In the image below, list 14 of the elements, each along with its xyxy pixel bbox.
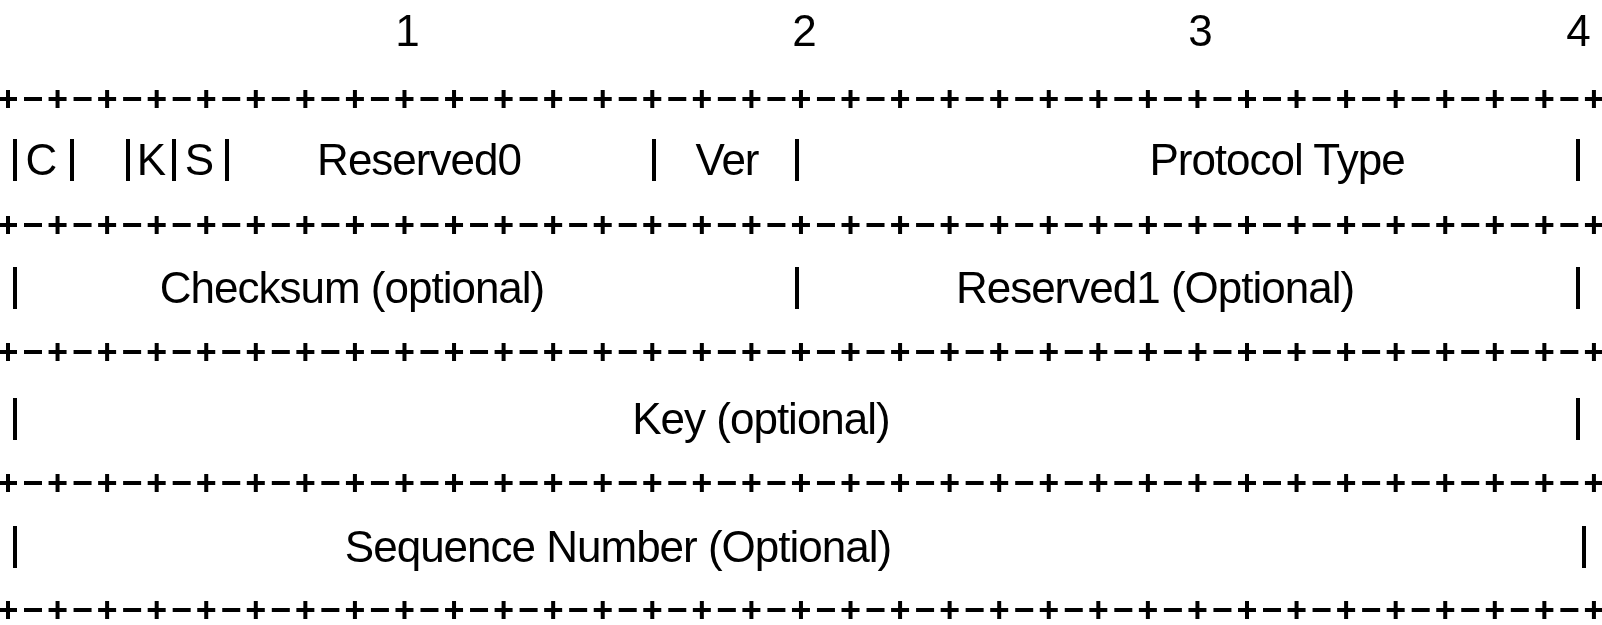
bit-offset-number: 2	[792, 7, 816, 55]
header-field-label: Protocol Type	[1149, 136, 1405, 184]
header-field-label: S	[184, 136, 214, 184]
header-field-label: C	[25, 136, 57, 184]
bit-offset-number: 3	[1188, 7, 1212, 55]
header-field-label: Checksum (optional)	[159, 264, 545, 312]
header-field-label: Ver	[695, 136, 759, 184]
bit-offset-number: 4	[1566, 7, 1590, 55]
header-field-label: K	[136, 136, 166, 184]
bit-offset-number: 1	[395, 7, 419, 55]
header-field-label: Reserved0	[317, 136, 521, 184]
header-field-label: Reserved1 (Optional)	[955, 264, 1355, 312]
header-field-label: Sequence Number (Optional)	[344, 523, 892, 571]
header-field-label: Key (optional)	[632, 395, 890, 443]
